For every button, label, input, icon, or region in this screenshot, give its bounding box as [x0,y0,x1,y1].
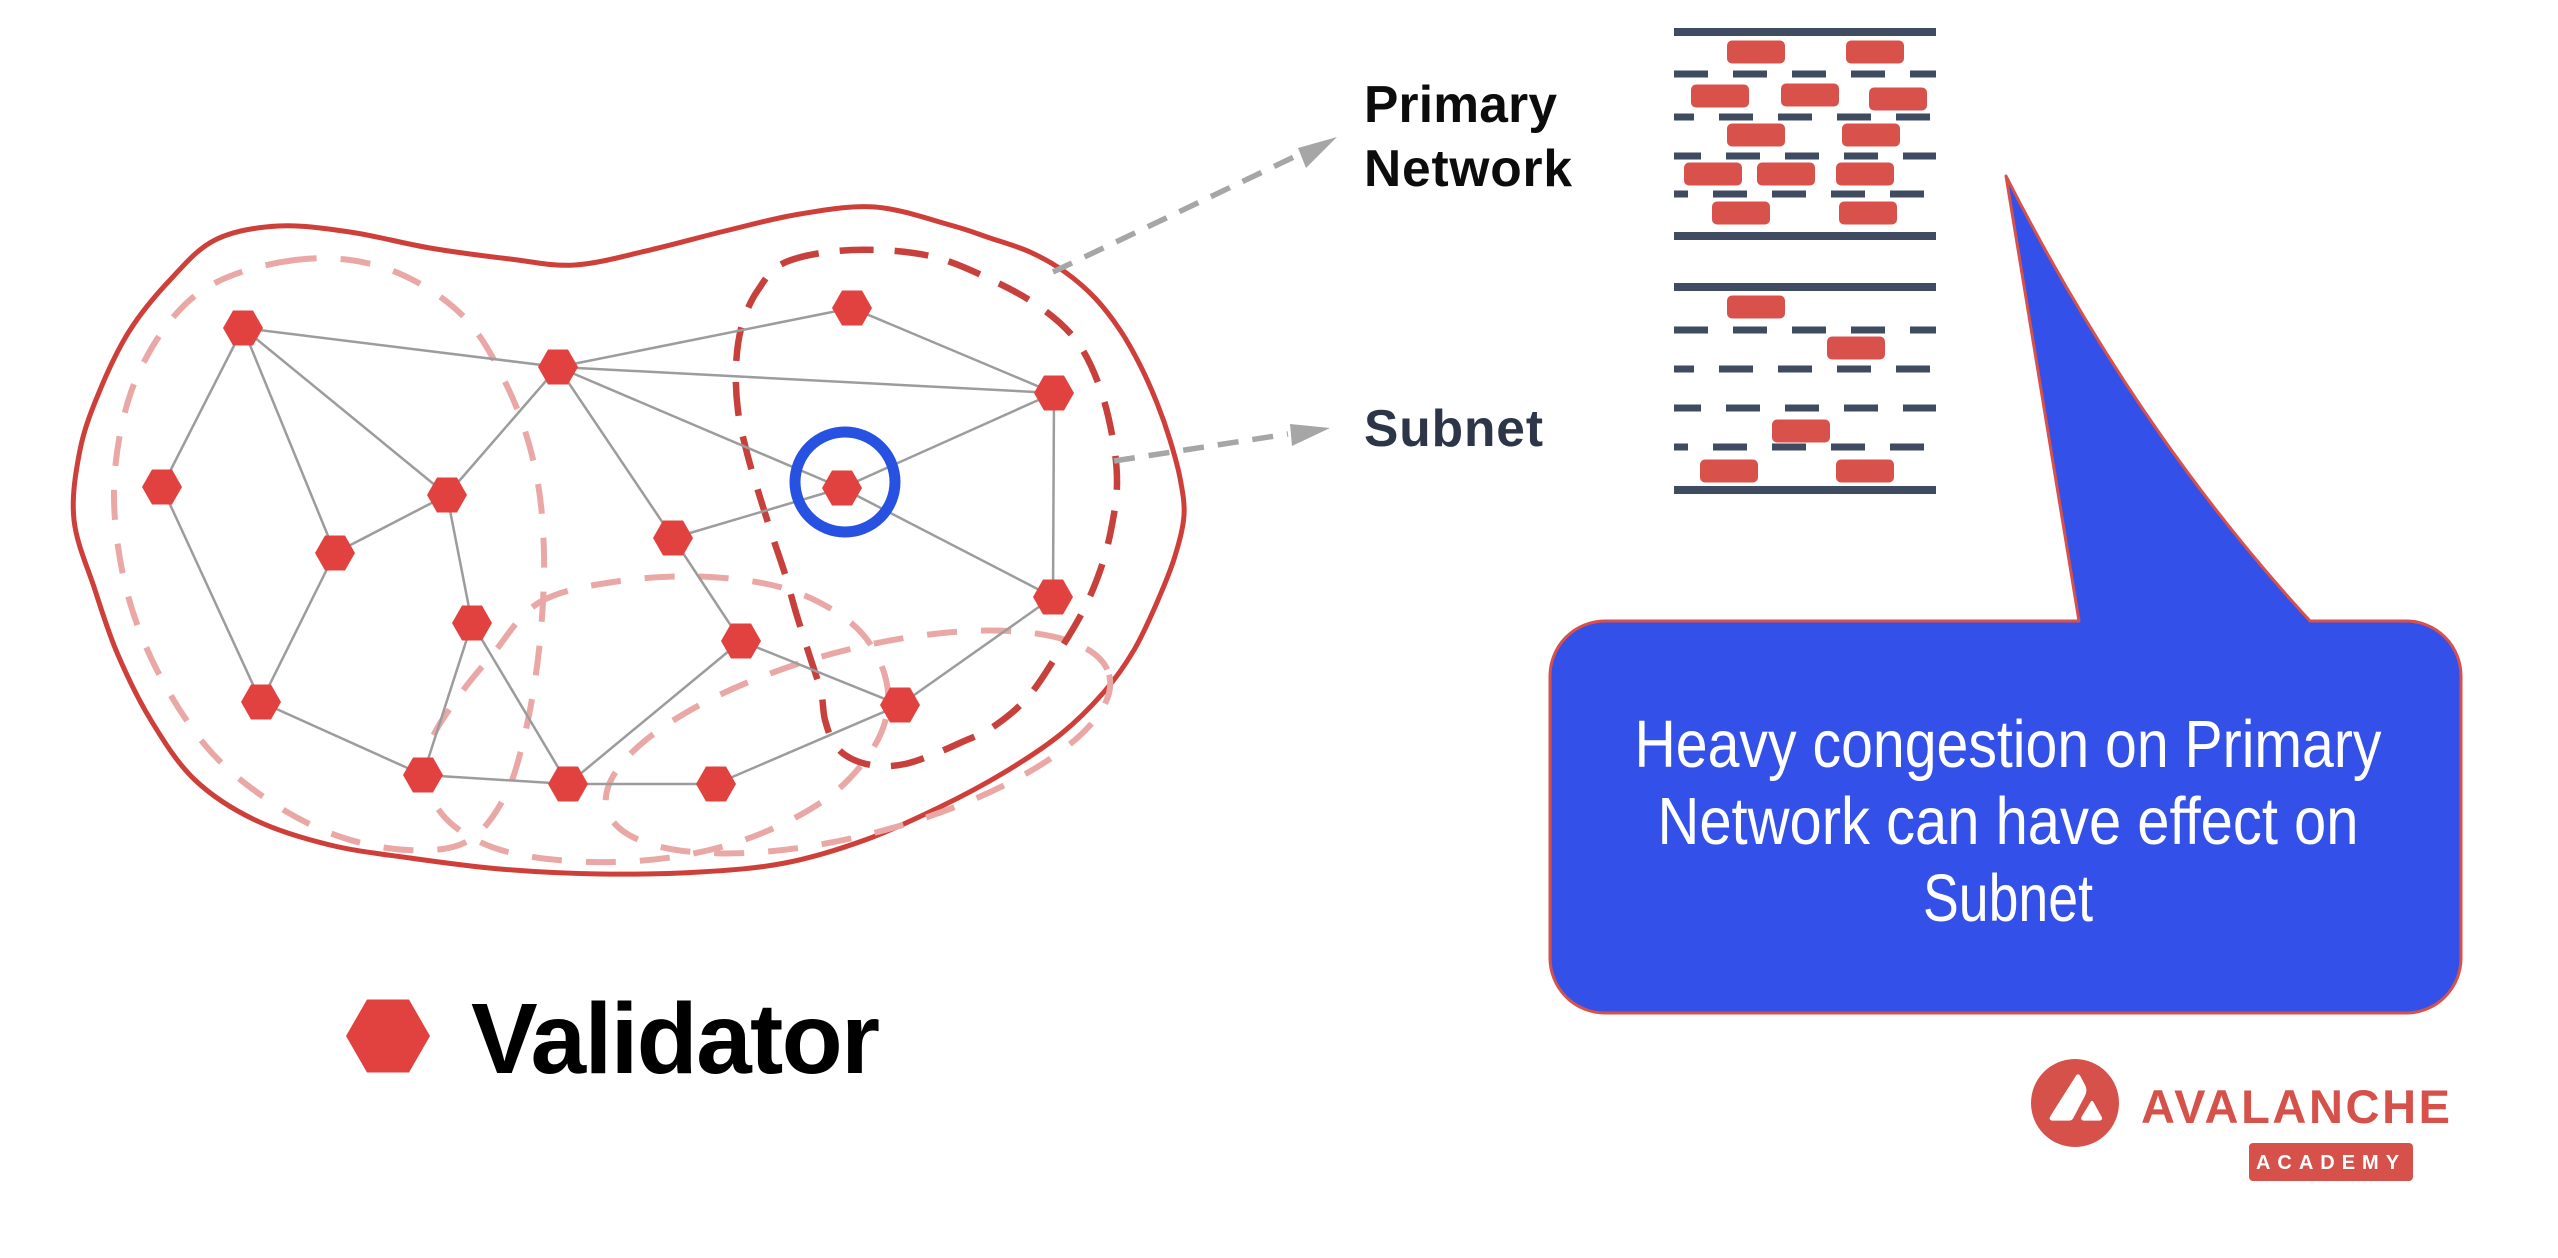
svg-text:Subnet: Subnet [1364,399,1543,457]
svg-text:Network can have effect on: Network can have effect on [1658,784,2359,859]
svg-text:ACADEMY: ACADEMY [2256,1152,2406,1174]
svg-text:AVALANCHE: AVALANCHE [2141,1080,2458,1133]
svg-text:Heavy congestion on Primary: Heavy congestion on Primary [1635,707,2382,782]
svg-text:Primary: Primary [1364,75,1557,133]
svg-text:Subnet: Subnet [1923,861,2093,936]
svg-text:Validator: Validator [471,983,880,1095]
svg-text:Network: Network [1364,139,1572,197]
